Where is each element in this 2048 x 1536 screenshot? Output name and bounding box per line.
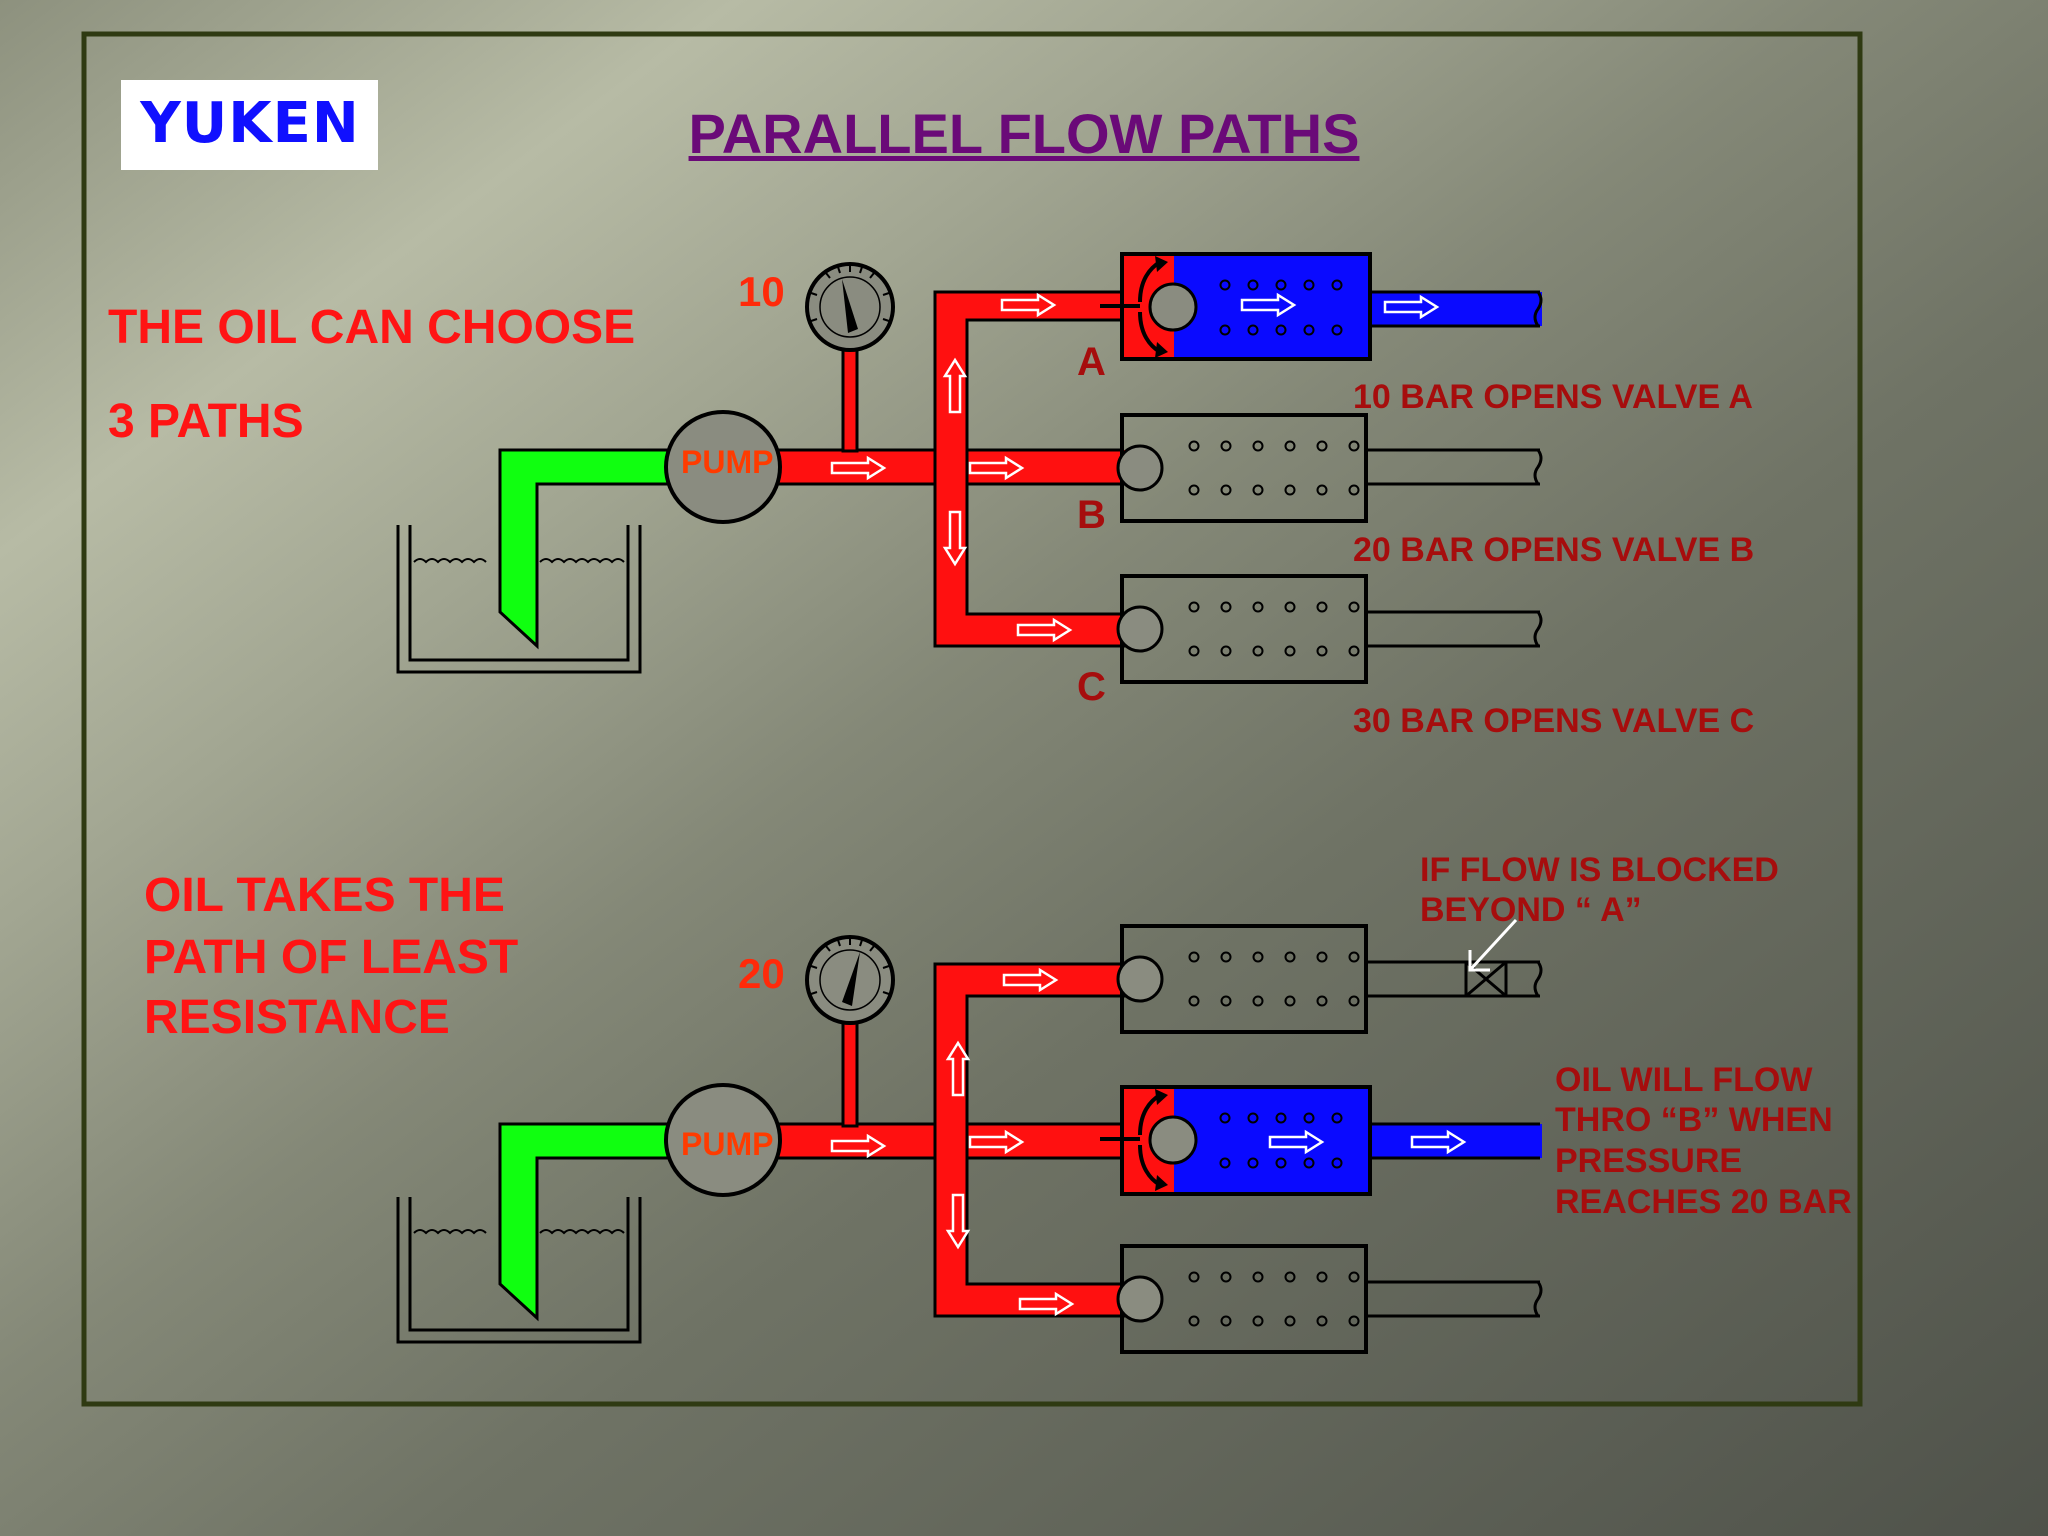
note-valve-a: 10 BAR OPENS VALVE A xyxy=(1353,378,1753,416)
heading-line-1: OIL TAKES THE xyxy=(144,869,505,922)
pump-label-top: PUMP xyxy=(681,444,774,480)
blocked-note-line-1: IF FLOW IS BLOCKED xyxy=(1420,851,1779,889)
flow-note-line-4: REACHES 20 BAR xyxy=(1555,1183,1852,1221)
top-circuit xyxy=(396,252,1543,684)
flow-note-line-3: PRESSURE xyxy=(1555,1142,1743,1180)
suction-line xyxy=(498,1122,677,1322)
flow-note-line-1: OIL WILL FLOW xyxy=(1555,1061,1813,1099)
bottom-circuit xyxy=(396,918,1543,1354)
pump-label-bottom: PUMP xyxy=(681,1126,774,1162)
relief-valve-c xyxy=(1116,574,1368,684)
pressure-gauge-icon xyxy=(805,935,895,1025)
yuken-logo: YUKEN xyxy=(140,91,360,156)
logo-badge xyxy=(121,80,378,170)
pressure-gauge-icon xyxy=(805,262,895,352)
relief-valve-icon xyxy=(1100,252,1542,361)
valve-c-letter: C xyxy=(1077,665,1106,709)
blocked-note-line-2: BEYOND “ A” xyxy=(1420,891,1642,929)
gauge-reading-top: 10 xyxy=(738,268,785,315)
suction-line xyxy=(498,448,677,650)
relief-valve-b xyxy=(1116,413,1368,523)
note-valve-c: 30 BAR OPENS VALVE C xyxy=(1353,702,1755,740)
gauge-reading-bottom: 20 xyxy=(738,950,785,997)
flow-note-line-2: THRO “B” WHEN xyxy=(1555,1101,1833,1139)
relief-valve-icon xyxy=(1100,1085,1542,1196)
relief-valve-c xyxy=(1116,1244,1368,1354)
valve-a-letter: A xyxy=(1077,340,1106,384)
slide-frame xyxy=(81,31,1863,1407)
intro-line-2: 3 PATHS xyxy=(108,395,304,448)
pointer-arrow xyxy=(1468,918,1518,972)
note-valve-b: 20 BAR OPENS VALVE B xyxy=(1353,531,1755,569)
pump-icon xyxy=(664,410,782,524)
page-title: PARALLEL FLOW PATHS xyxy=(688,102,1360,165)
relief-valve-a xyxy=(1116,924,1368,1034)
tank-icon xyxy=(396,1197,642,1344)
heading-line-2: PATH OF LEAST xyxy=(144,931,519,984)
tank-icon xyxy=(396,525,642,674)
pump-icon xyxy=(664,1083,782,1197)
valve-b-letter: B xyxy=(1077,493,1106,537)
intro-line-1: THE OIL CAN CHOOSE xyxy=(108,301,636,354)
heading-line-3: RESISTANCE xyxy=(144,991,450,1044)
